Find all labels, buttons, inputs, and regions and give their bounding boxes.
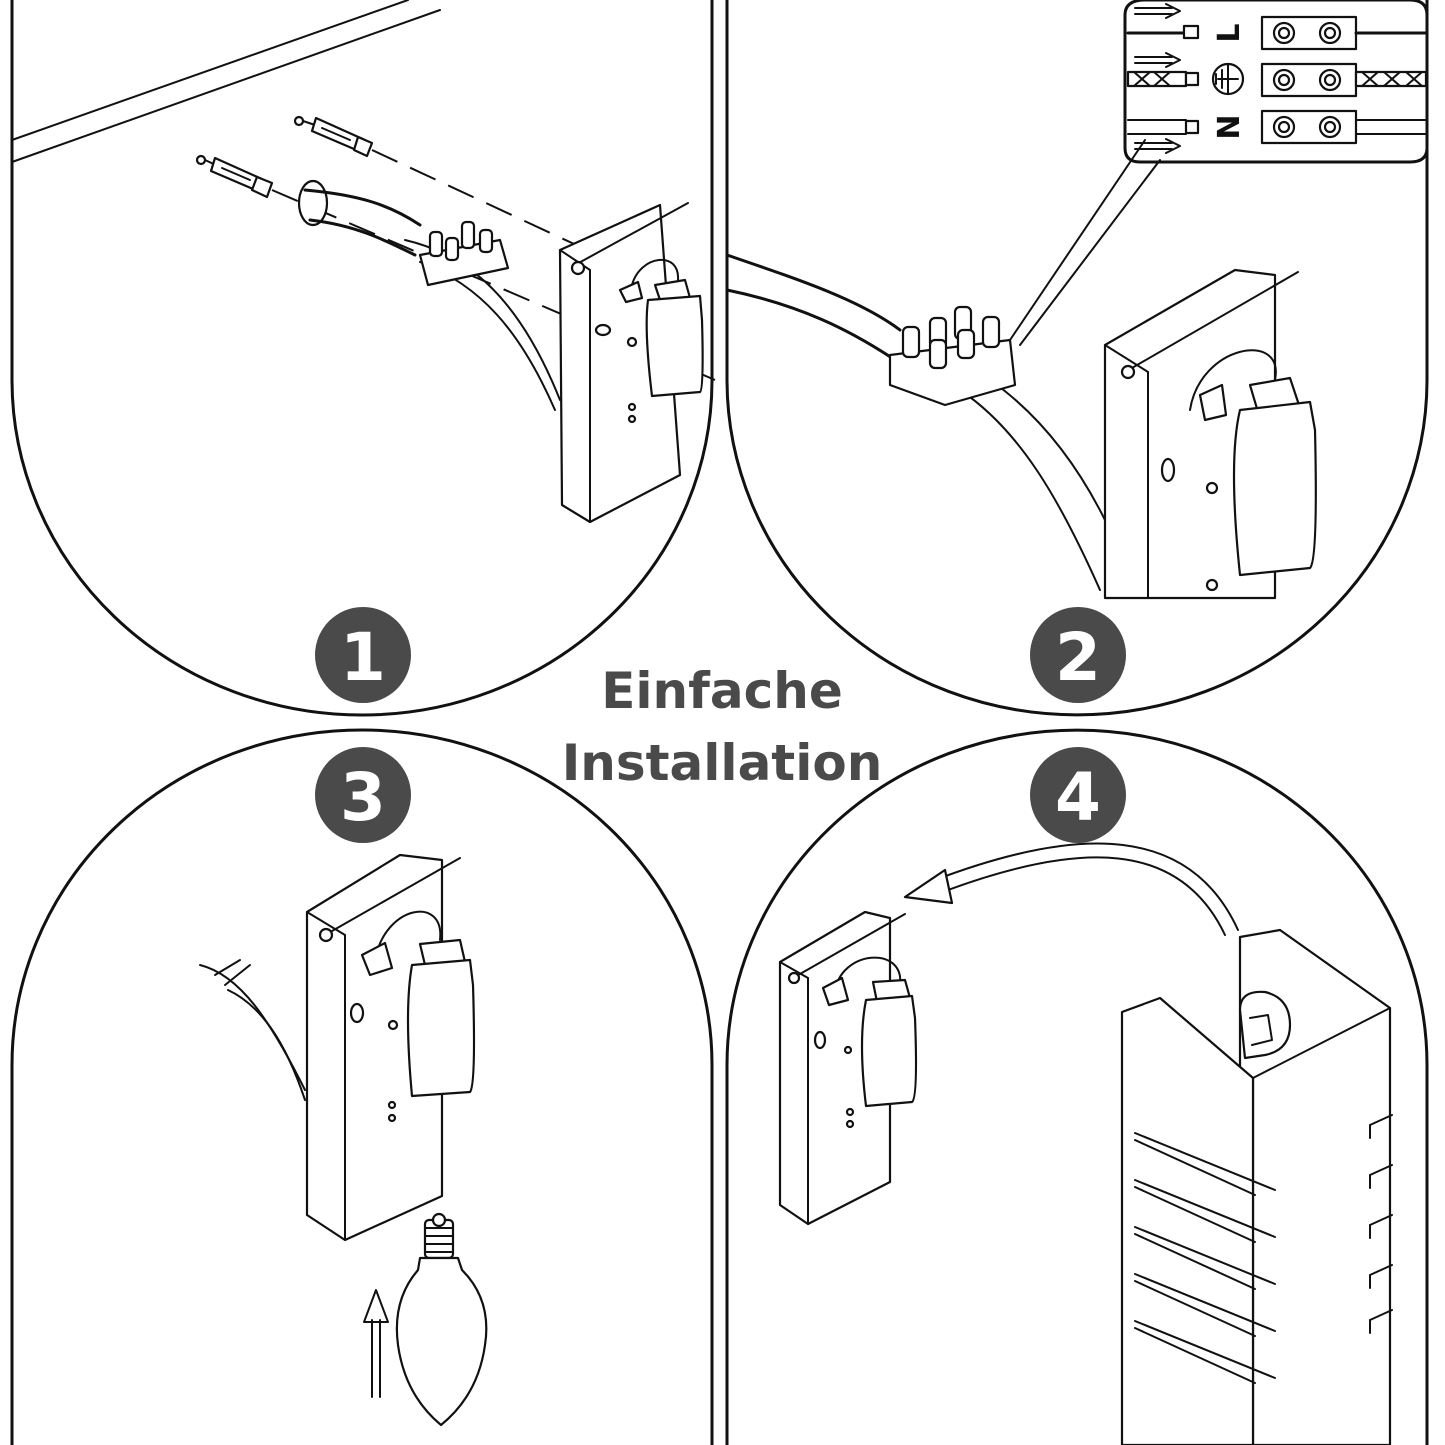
panel-frame <box>10 728 714 1445</box>
title-line-1: Einfache <box>601 662 843 720</box>
panel-step-4: 4 <box>725 728 1429 1445</box>
title-line-2: Installation <box>562 734 883 792</box>
arrow-up-icon <box>363 1289 389 1398</box>
step-4-badge <box>1030 747 1126 843</box>
step-1-number: 1 <box>340 619 386 696</box>
mounting-plate <box>778 910 906 1226</box>
terminal-connector <box>1260 62 1358 98</box>
step-3-number: 3 <box>340 759 386 836</box>
neutral-terminal-label: N <box>1212 114 1247 139</box>
step-1-badge <box>315 607 411 703</box>
wall-plug-icon <box>195 154 274 199</box>
lamp-socket <box>360 910 476 1098</box>
step-2-number: 2 <box>1055 619 1101 696</box>
step-4-number: 4 <box>1055 759 1101 836</box>
arrow-right-icon <box>1134 52 1181 68</box>
terminal-connector <box>1260 109 1358 145</box>
panel-frame <box>725 0 1429 717</box>
terminal-block <box>888 305 1017 407</box>
panel-frame <box>725 728 1429 1445</box>
wiring-detail-inset: L N <box>1123 0 1429 164</box>
panel-step-3: 3 <box>10 728 714 1445</box>
panel-step-1: 1 <box>10 0 716 717</box>
panel-step-2: L N <box>725 0 1429 717</box>
curved-arrow-icon <box>903 842 1239 936</box>
mounting-plate <box>305 853 461 1242</box>
lamp-socket <box>618 258 704 398</box>
wall-edge <box>11 0 409 141</box>
lamp-shade <box>1120 928 1393 1445</box>
lamp-socket <box>1189 349 1317 577</box>
ground-symbol-icon <box>1211 62 1245 96</box>
step-2-badge <box>1030 607 1126 703</box>
step-3-badge <box>315 747 411 843</box>
wall-opening <box>297 179 329 227</box>
terminal-connector <box>1260 15 1358 51</box>
arrow-right-icon <box>1134 138 1181 154</box>
lamp-socket <box>821 956 918 1108</box>
shade-slot <box>1134 1114 1393 1384</box>
mounting-plate <box>558 202 689 524</box>
terminal-block <box>418 220 510 287</box>
arrow-right-icon <box>1134 3 1181 19</box>
candle-bulb-icon <box>395 1212 488 1427</box>
panel-frame <box>10 0 714 717</box>
live-terminal-label: L <box>1212 23 1247 42</box>
wall-plug-icon <box>293 115 374 158</box>
